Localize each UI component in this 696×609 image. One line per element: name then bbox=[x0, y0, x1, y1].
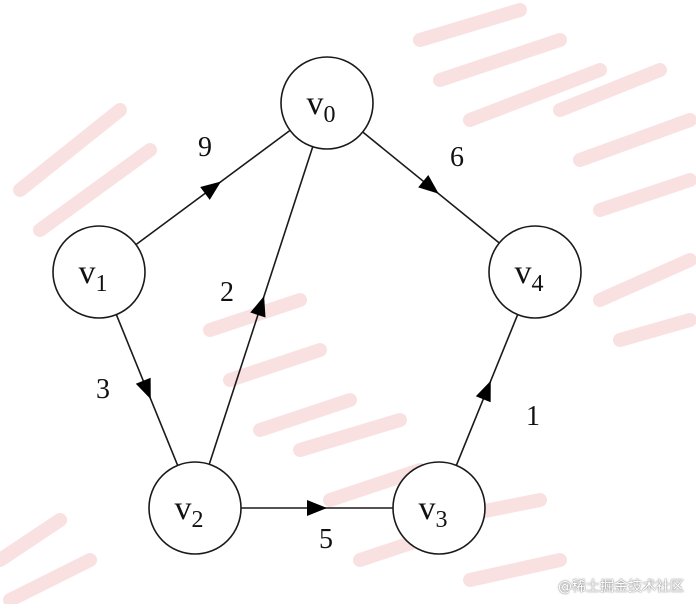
edge-weight-v0-v4: 6 bbox=[450, 142, 464, 173]
edge-weight-v2-v0: 2 bbox=[220, 277, 234, 308]
node-v4: v4 bbox=[488, 225, 582, 319]
arrowhead-v2-v0 bbox=[250, 295, 266, 318]
arrowhead-v1-v0 bbox=[200, 181, 222, 200]
edge-weight-v3-v4: 1 bbox=[526, 401, 540, 432]
node-label: v3 bbox=[419, 490, 448, 533]
node-circle bbox=[488, 225, 582, 319]
edge-weight-v1-v2: 3 bbox=[96, 374, 110, 405]
edge-weight-v1-v0: 9 bbox=[198, 132, 212, 163]
node-label: v1 bbox=[79, 254, 108, 297]
watermark bbox=[0, 3, 696, 607]
node-v1: v1 bbox=[52, 225, 146, 319]
edge-weight-v2-v3: 5 bbox=[319, 524, 333, 555]
arrowhead-v3-v4 bbox=[475, 380, 491, 403]
node-circle bbox=[280, 56, 374, 150]
arrowhead-v2-v3 bbox=[307, 500, 327, 516]
site-credit-watermark: @稀土掘金技术社区 bbox=[558, 579, 684, 595]
node-v0: v0 bbox=[280, 56, 374, 150]
node-label: v4 bbox=[515, 254, 544, 297]
edges-layer bbox=[115, 129, 519, 516]
node-circle bbox=[148, 461, 242, 555]
node-label: v2 bbox=[175, 490, 204, 533]
node-circle bbox=[392, 461, 486, 555]
arrowhead-v0-v4 bbox=[418, 174, 439, 194]
nodes-layer: v0 v1 v2 v3 v4 bbox=[52, 56, 582, 555]
node-v3: v3 bbox=[392, 461, 486, 555]
node-v2: v2 bbox=[148, 461, 242, 555]
node-label: v0 bbox=[307, 85, 336, 128]
arrowhead-v1-v2 bbox=[135, 377, 151, 400]
weights-layer: 9 6 3 2 5 1 bbox=[96, 132, 540, 555]
node-circle bbox=[52, 225, 146, 319]
